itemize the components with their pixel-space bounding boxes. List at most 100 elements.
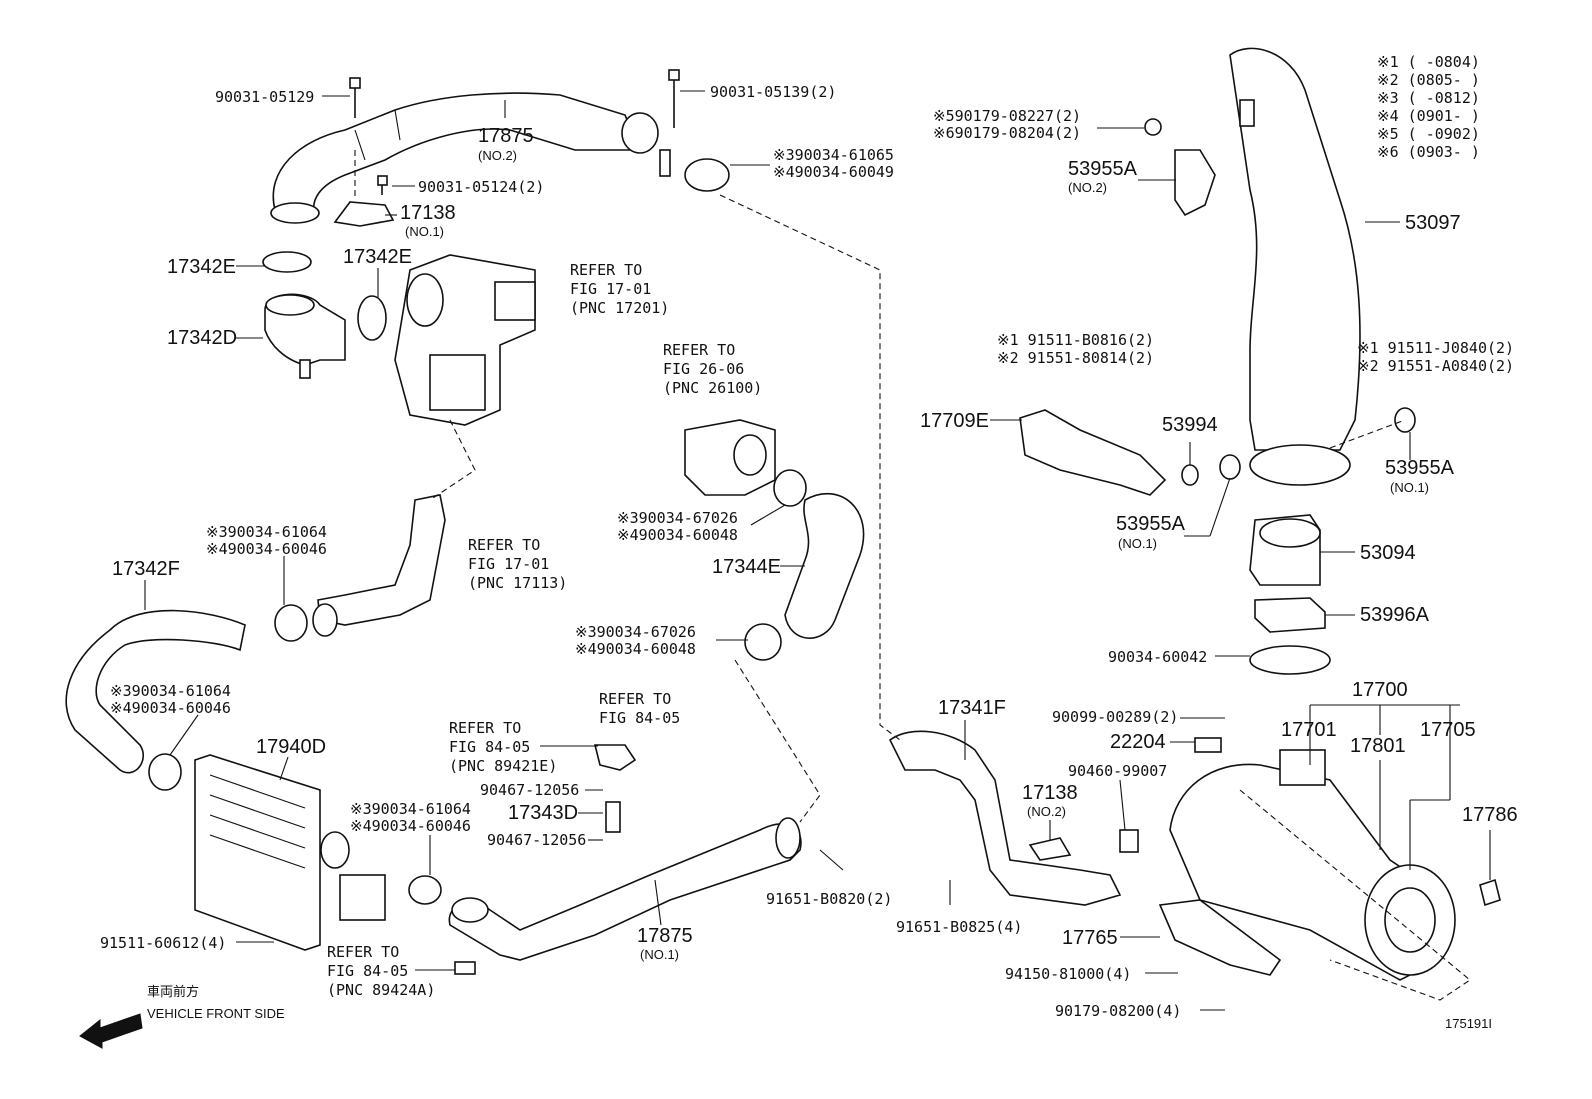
pipe-17875-no1 [448, 817, 802, 961]
turbocharger [394, 254, 536, 426]
label-22204[interactable]: 22204 [1110, 731, 1166, 753]
ref-89421e-line3[interactable]: (PNC 89421E) [449, 757, 557, 775]
ref-17113-line3[interactable]: (PNC 17113) [468, 574, 567, 592]
label-17342e-left[interactable]: 17342E [167, 256, 236, 278]
ref-17201-line1[interactable]: REFER TO [570, 261, 642, 279]
ref-89421e-line2[interactable]: FIG 84-05 [449, 738, 530, 756]
ref-89424a-line1[interactable]: REFER TO [327, 943, 399, 961]
label-17344e[interactable]: 17344E [712, 556, 781, 578]
label-17342d[interactable]: 17342D [167, 327, 237, 349]
ref-17113-line2[interactable]: FIG 17-01 [468, 555, 549, 573]
label-17341f[interactable]: 17341F [938, 697, 1006, 719]
label-17709e[interactable]: 17709E [920, 410, 989, 432]
label-clamp-d2[interactable]: ※490034-60048 [575, 640, 696, 658]
ref-89424a-line2[interactable]: FIG 84-05 [327, 962, 408, 980]
label-53955a-no1-left-sub: (NO.1) [1118, 536, 1157, 551]
clamp-17342f-lower [148, 753, 182, 791]
label-91511-60612[interactable]: 91511-60612(4) [100, 934, 226, 952]
label-53955a-no1-left[interactable]: 53955A [1116, 513, 1186, 535]
bracket-17138-no2 [1028, 837, 1072, 861]
bracket-17138-no1 [333, 201, 395, 227]
label-53996a[interactable]: 53996A [1360, 604, 1430, 626]
label-clamp-d1[interactable]: ※390034-67026 [575, 623, 696, 641]
ref-84-05-a-line2[interactable]: FIG 84-05 [599, 709, 680, 727]
intercooler-17940d [194, 754, 386, 951]
ref-26100-line1[interactable]: REFER TO [663, 341, 735, 359]
label-91651-b0820[interactable]: 91651-B0820(2) [766, 890, 892, 908]
label-n5[interactable]: ※590179-08227(2) [933, 107, 1081, 125]
ref-17113-line1[interactable]: REFER TO [468, 536, 540, 554]
vehicle-front-arrow-icon [79, 1013, 143, 1049]
label-clamp-f1[interactable]: ※390034-61064 [350, 800, 471, 818]
bracket-17709e [1019, 409, 1167, 496]
label-53097[interactable]: 53097 [1405, 212, 1461, 234]
label-17765[interactable]: 17765 [1062, 927, 1118, 949]
label-17343d[interactable]: 17343D [508, 802, 578, 824]
label-53955a-no2-sub: (NO.2) [1068, 180, 1107, 195]
label-clamp-b1[interactable]: ※390034-67026 [617, 509, 738, 527]
ref-17201-line2[interactable]: FIG 17-01 [570, 280, 651, 298]
label-17700[interactable]: 17700 [1352, 679, 1408, 701]
vehicle-front-en: VEHICLE FRONT SIDE [147, 1006, 285, 1021]
ref-26100-line3[interactable]: (PNC 26100) [663, 379, 762, 397]
label-90031-05129[interactable]: 90031-05129 [215, 88, 314, 106]
label-n6[interactable]: ※690179-08204(2) [933, 124, 1081, 142]
label-17786[interactable]: 17786 [1462, 804, 1518, 826]
label-94150-81000[interactable]: 94150-81000(4) [1005, 965, 1131, 983]
label-90031-05139[interactable]: 90031-05139(2) [710, 83, 836, 101]
part-labels: 90031-05129 90031-05139(2) 90031-05124(2… [100, 53, 1518, 1031]
legend-1: ※1 ( -0804) [1377, 53, 1480, 71]
label-53994[interactable]: 53994 [1162, 414, 1218, 436]
label-91511-j0840[interactable]: ※1 91511-J0840(2) [1357, 339, 1514, 357]
label-clamp-a2[interactable]: ※490034-60049 [773, 163, 894, 181]
label-clamp-a1[interactable]: ※390034-61065 [773, 146, 894, 164]
label-17875-no2[interactable]: 17875 [478, 125, 534, 147]
label-91551-80814[interactable]: ※2 91551-80814(2) [997, 349, 1154, 367]
bracket-17765 [1158, 899, 1282, 976]
hose-17875-no2 [270, 92, 659, 224]
clamp-throttle [773, 469, 807, 507]
label-17705[interactable]: 17705 [1420, 719, 1476, 741]
label-90099-00289[interactable]: 90099-00289(2) [1052, 708, 1178, 726]
label-clamp-b2[interactable]: ※490034-60048 [617, 526, 738, 544]
ref-84-05-a-line1[interactable]: REFER TO [599, 690, 671, 708]
label-90034-60042[interactable]: 90034-60042 [1108, 648, 1207, 666]
label-clamp-c1[interactable]: ※390034-61064 [206, 523, 327, 541]
label-clamp-e1[interactable]: ※390034-61064 [110, 682, 231, 700]
ref-89424a-line3[interactable]: (PNC 89424A) [327, 981, 435, 999]
label-53955a-no1-right[interactable]: 53955A [1385, 457, 1455, 479]
label-17701[interactable]: 17701 [1281, 719, 1337, 741]
label-17875-no1[interactable]: 17875 [637, 925, 693, 947]
label-17342f[interactable]: 17342F [112, 558, 180, 580]
ref-17201-line3[interactable]: (PNC 17201) [570, 299, 669, 317]
label-clamp-f2[interactable]: ※490034-60046 [350, 817, 471, 835]
ref-26100-line2[interactable]: FIG 26-06 [663, 360, 744, 378]
label-91651-b0825[interactable]: 91651-B0825(4) [896, 918, 1022, 936]
ref-89421e-line1[interactable]: REFER TO [449, 719, 521, 737]
hose-17341f [888, 730, 1122, 906]
label-90179-08200[interactable]: 90179-08200(4) [1055, 1002, 1181, 1020]
label-17138-no1-sub: (NO.1) [405, 224, 444, 239]
label-17138-no1[interactable]: 17138 [400, 202, 456, 224]
legend-6: ※6 (0903- ) [1377, 143, 1480, 161]
clip-53955a-no2 [1174, 149, 1216, 217]
label-17875-no1-sub: (NO.1) [640, 947, 679, 962]
vacuum-hose-17343d [605, 801, 621, 833]
label-90467-12056-b[interactable]: 90467-12056 [487, 831, 586, 849]
label-90460-99007[interactable]: 90460-99007 [1068, 762, 1167, 780]
label-17342e-right[interactable]: 17342E [343, 246, 412, 268]
duct-parts-53094 [1249, 514, 1321, 586]
label-17138-no2[interactable]: 17138 [1022, 782, 1078, 804]
label-53955a-no2[interactable]: 53955A [1068, 158, 1138, 180]
label-53094[interactable]: 53094 [1360, 542, 1416, 564]
label-91511-b0816[interactable]: ※1 91511-B0816(2) [997, 331, 1154, 349]
label-17940d[interactable]: 17940D [256, 736, 326, 758]
label-clamp-e2[interactable]: ※490034-60046 [110, 699, 231, 717]
label-90467-12056-a[interactable]: 90467-12056 [480, 781, 579, 799]
label-91551-a0840[interactable]: ※2 91551-A0840(2) [1357, 357, 1514, 375]
label-90031-05124[interactable]: 90031-05124(2) [418, 178, 544, 196]
label-clamp-c2[interactable]: ※490034-60046 [206, 540, 327, 558]
label-53955a-no1-right-sub: (NO.1) [1390, 480, 1429, 495]
label-17801[interactable]: 17801 [1350, 735, 1406, 757]
